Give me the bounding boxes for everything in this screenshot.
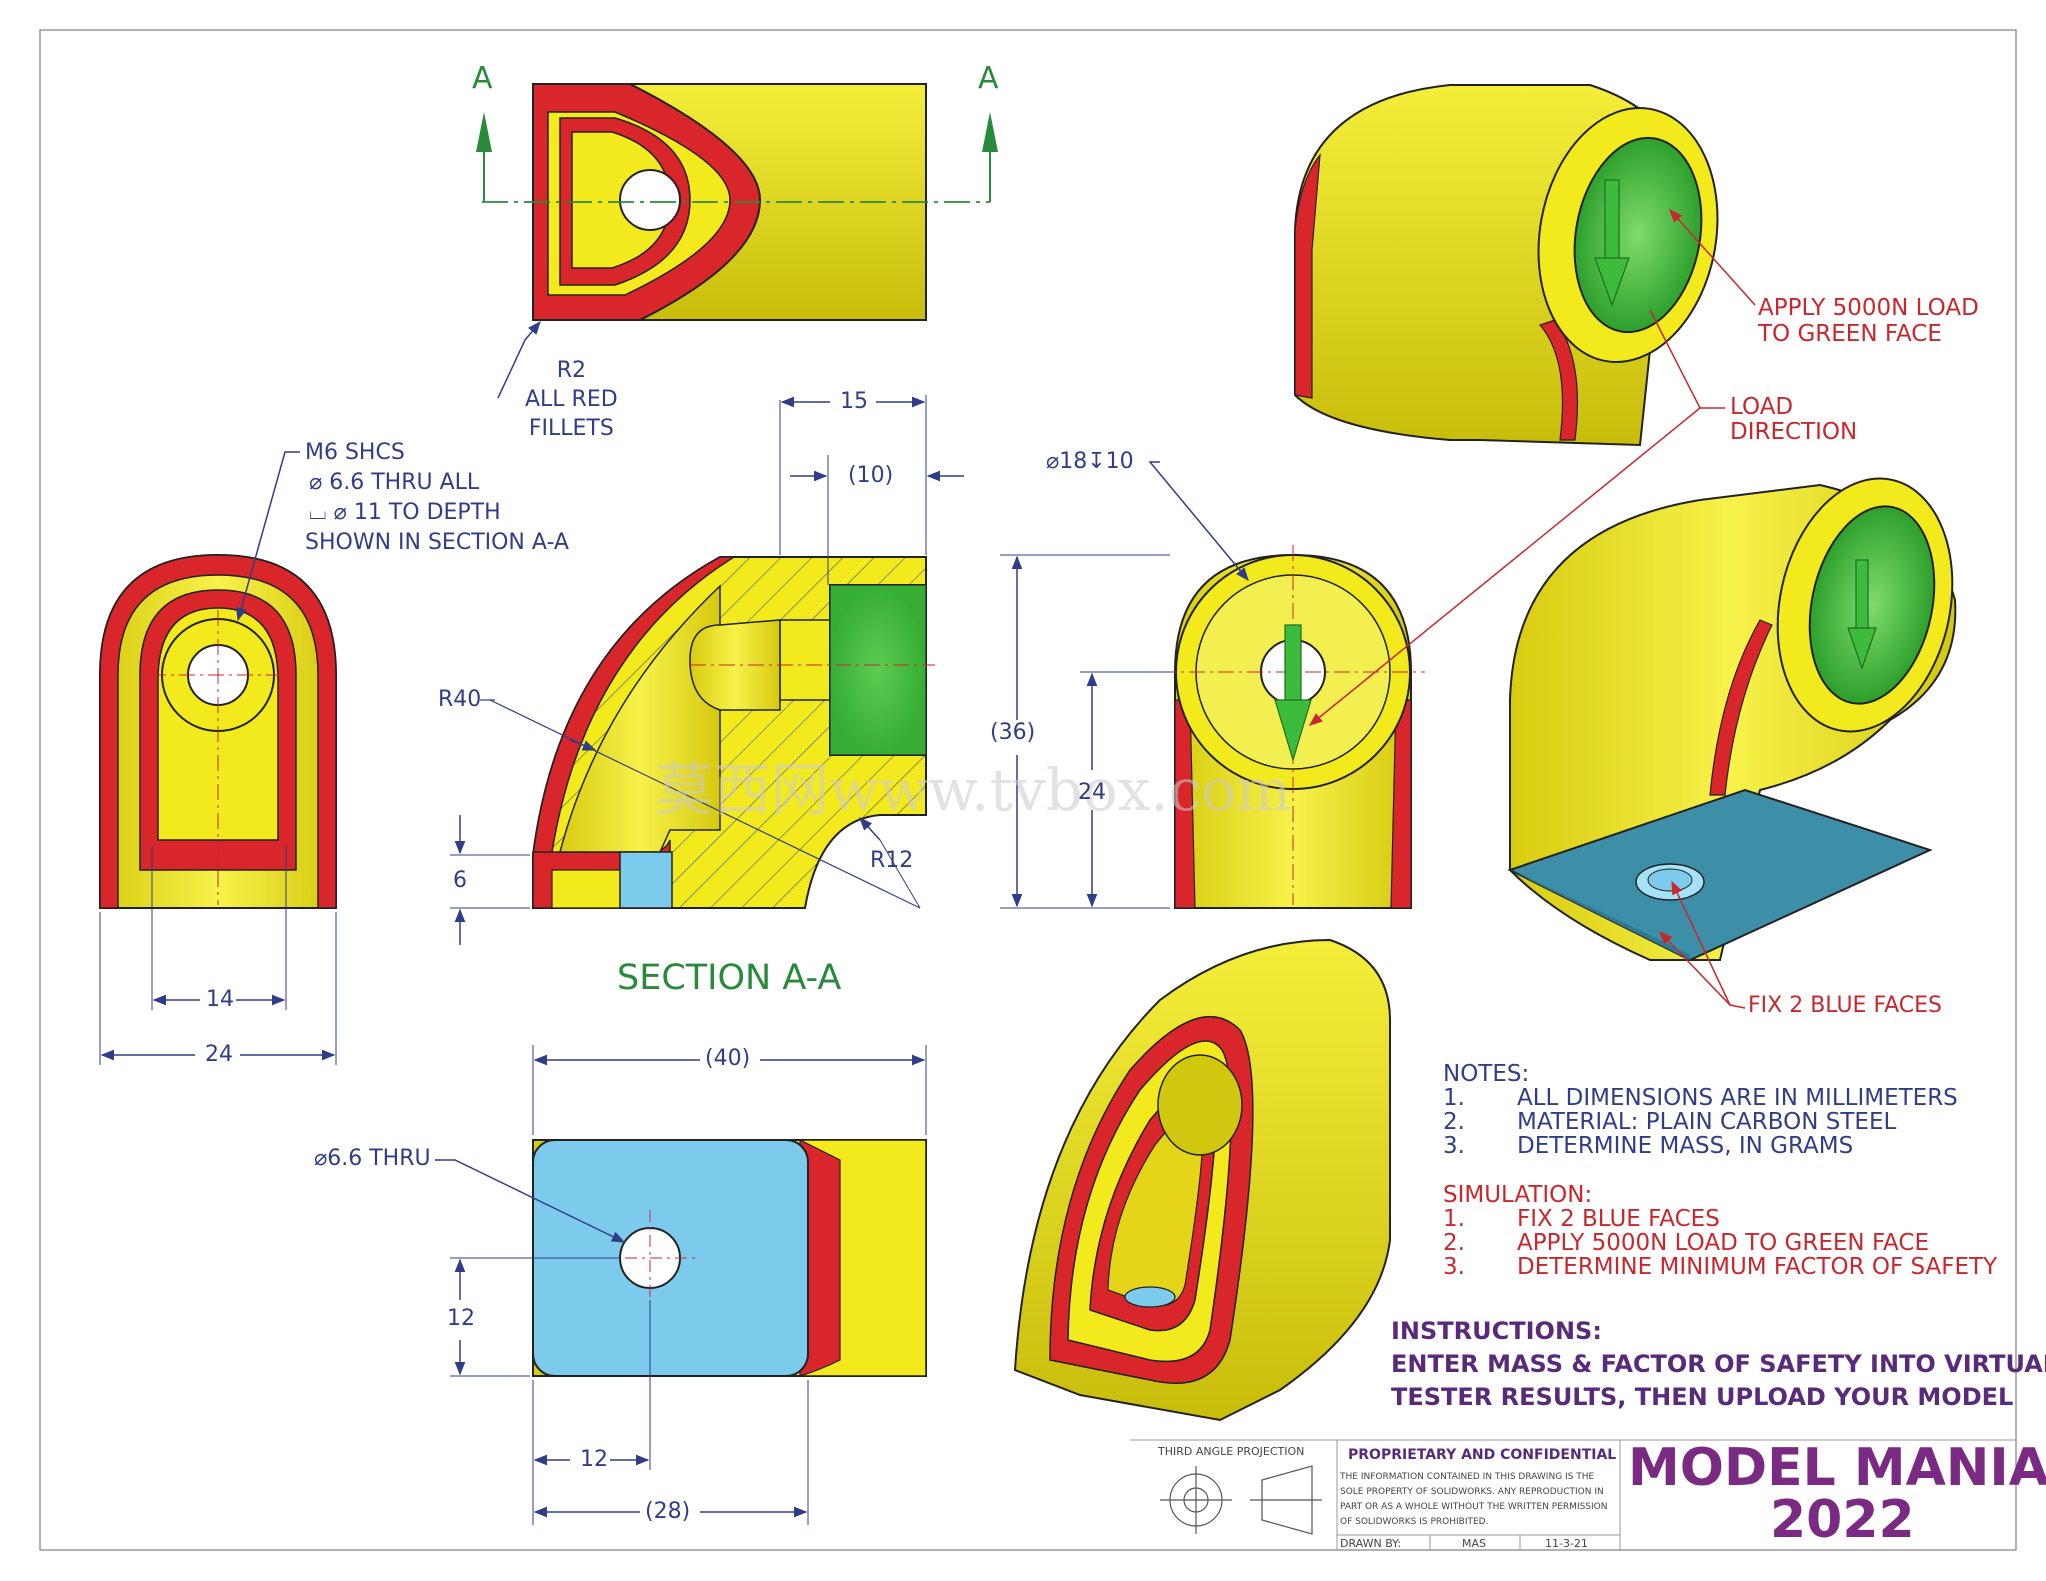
notes-heading: NOTES: [1443,1061,1530,1087]
projection-symbol [1160,1465,1322,1535]
sheet-border [39,29,2017,1551]
fillet-note-line: ALL RED [525,387,618,412]
instructions-line: ENTER MASS & FACTOR OF SAFETY INTO VIRTU… [1391,1350,2046,1378]
simulation-item: 1. FIX 2 BLUE FACES [1443,1207,1997,1231]
load-direction-note: LOAD DIRECTION [1730,395,1857,445]
simulation-item-text: FIX 2 BLUE FACES [1517,1206,1720,1232]
dim-40: (40) [705,1046,751,1071]
proprietary-text-line: SOLE PROPERTY OF SOLIDWORKS. ANY REPRODU… [1340,1487,1604,1497]
dim-24-horizontal: 24 [205,1042,233,1067]
notes-item-number: 1. [1443,1085,1465,1111]
top-view [476,83,998,321]
fix-faces-note: FIX 2 BLUE FACES [1748,993,1942,1018]
notes-item: 3. DETERMINE MASS, IN GRAMS [1443,1134,1958,1158]
load-direction-note-line: LOAD [1730,394,1794,420]
notes-item: 1. ALL DIMENSIONS ARE IN MILLIMETERS [1443,1086,1958,1110]
dim-10: (10) [848,463,894,488]
shcs-note-line: M6 SHCS [305,440,405,465]
iso-view-bottom [1013,938,1391,1422]
drawn-by-label: DRAWN BY: [1340,1537,1402,1550]
simulation-item-number: 1. [1443,1206,1465,1232]
proprietary-text-line: PART OR AS A WHOLE WITHOUT THE WRITTEN P… [1340,1502,1608,1512]
proprietary-heading: PROPRIETARY AND CONFIDENTIAL [1348,1447,1617,1463]
iso-view-middle [1507,477,1957,962]
proprietary-text: THE INFORMATION CONTAINED IN THIS DRAWIN… [1340,1470,1608,1530]
notes-item-text: ALL DIMENSIONS ARE IN MILLIMETERS [1517,1085,1958,1111]
instructions-line: TESTER RESULTS, THEN UPLOAD YOUR MODEL [1391,1383,2014,1411]
load-direction-note-line: DIRECTION [1730,419,1858,445]
shcs-note: M6 SHCS ⌀ 6.6 THRU ALL ⌴ ⌀ 11 TO DEPTH S… [305,438,569,558]
dim-12-vertical: 12 [447,1306,475,1331]
dim-15: 15 [840,389,868,414]
simulation-item: 2. APPLY 5000N LOAD TO GREEN FACE [1443,1231,1997,1255]
instructions-heading: INSTRUCTIONS: [1391,1317,1602,1345]
iso-view-top [1294,84,1719,447]
simulation-item-number: 3. [1443,1254,1465,1280]
shcs-note-line: SHOWN IN SECTION A-A [305,530,569,555]
dim-r12: R12 [870,848,914,873]
brand-title: MODEL MANIA® [1628,1438,2046,1498]
section-marker-left: A [472,61,493,96]
section-marker-right: A [978,61,999,96]
title-block [1130,1439,2016,1550]
counterbore-note: ⌀18↧10 [1046,449,1134,474]
drawn-by-value: MAS [1462,1537,1486,1550]
end-view [99,553,337,909]
shcs-note-line: ⌴ ⌀ 11 TO DEPTH [309,500,501,525]
simulation-heading: SIMULATION: [1443,1182,1593,1208]
simulation-block: SIMULATION: 1. FIX 2 BLUE FACES 2. APPLY 5… [1443,1183,1997,1279]
notes-item-number: 3. [1443,1133,1465,1159]
dim-14: 14 [206,987,234,1012]
notes-block: NOTES: 1. ALL DIMENSIONS ARE IN MILLIMETE… [1443,1062,1958,1158]
notes-item-text: MATERIAL: PLAIN CARBON STEEL [1517,1109,1897,1135]
fillet-note: R2 ALL RED FILLETS [525,356,618,443]
load-face-note: APPLY 5000N LOAD TO GREEN FACE [1758,295,1979,347]
proprietary-text-line: THE INFORMATION CONTAINED IN THIS DRAWIN… [1340,1472,1595,1482]
watermark: 莫西网www.tvbox.com [655,756,1291,824]
fillet-note-line: FILLETS [528,416,614,441]
brand-year: 2022 [1770,1490,1915,1550]
front-view [1160,545,1425,909]
drawing-date: 11-3-21 [1545,1537,1588,1550]
instructions-block: INSTRUCTIONS: ENTER MASS & FACTOR OF SAF… [1391,1315,2046,1414]
simulation-item-text: APPLY 5000N LOAD TO GREEN FACE [1517,1230,1929,1256]
thru-hole-note: ⌀6.6 THRU [314,1146,431,1171]
dim-24-vertical: 24 [1078,780,1106,805]
notes-item-number: 2. [1443,1109,1465,1135]
section-a-a-view [532,556,935,909]
proprietary-text-line: OF SOLIDWORKS IS PROHIBITED. [1340,1517,1489,1527]
notes-item-text: DETERMINE MASS, IN GRAMS [1517,1133,1854,1159]
dim-36: (36) [990,720,1036,745]
fillet-note-line: R2 [556,358,586,383]
simulation-item-text: DETERMINE MINIMUM FACTOR OF SAFETY [1517,1254,1998,1280]
dim-12-horizontal: 12 [580,1447,608,1472]
brand-name: MODEL MANIA [1628,1438,2046,1498]
projection-label: THIRD ANGLE PROJECTION [1158,1445,1305,1458]
simulation-item-number: 2. [1443,1230,1465,1256]
section-title: SECTION A-A [617,958,842,998]
dim-6: 6 [453,868,467,893]
dim-r40: R40 [438,687,482,712]
simulation-item: 3. DETERMINE MINIMUM FACTOR OF SAFETY [1443,1255,1997,1279]
dim-28: (28) [645,1499,691,1524]
load-face-note-line: APPLY 5000N LOAD [1758,295,1979,321]
notes-item: 2. MATERIAL: PLAIN CARBON STEEL [1443,1110,1958,1134]
load-face-note-line: TO GREEN FACE [1758,321,1942,347]
bottom-view [532,1139,927,1377]
shcs-note-line: ⌀ 6.6 THRU ALL [309,470,480,495]
